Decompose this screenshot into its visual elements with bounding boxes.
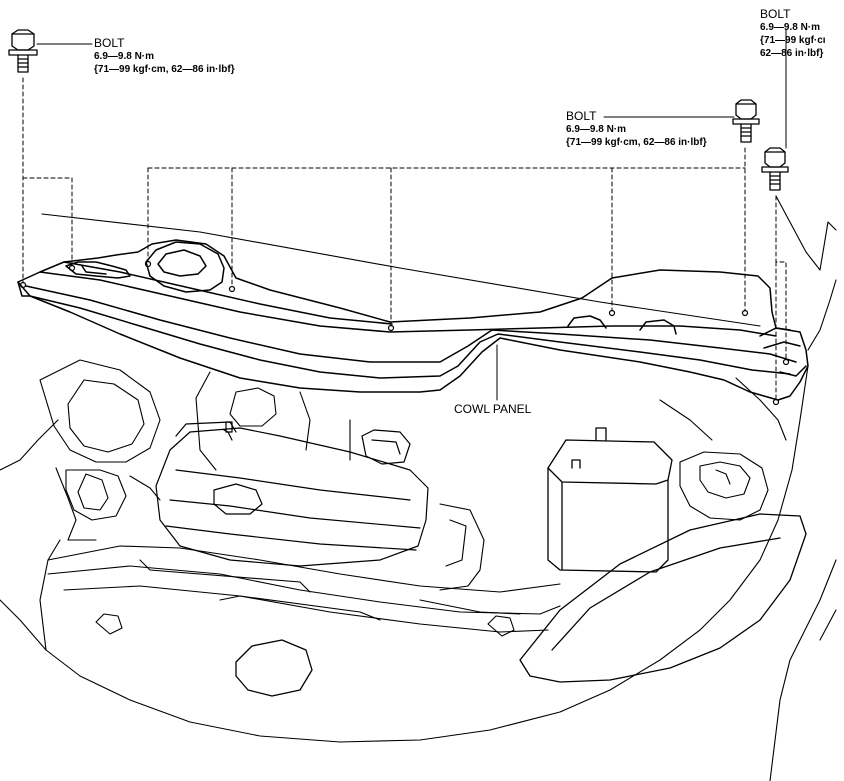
battery-icon (547, 427, 673, 573)
headlamp-icon (519, 513, 807, 683)
cowl-panel-shape (17, 239, 809, 401)
bolt-holes (19, 260, 790, 406)
dashed-guides (22, 77, 787, 401)
bolt-left-icon (8, 29, 38, 73)
bolt-right-icon (761, 147, 789, 191)
bolt-mid-torque: 6.9—9.8 N·m (566, 124, 627, 135)
bolt-left-title: BOLT (94, 36, 125, 50)
bolt-left-torque: 6.9—9.8 N·m (94, 51, 155, 62)
strut-tower-right (659, 377, 787, 521)
engine-bay-left (39, 359, 351, 541)
callout-bolt-left: BOLT 6.9—9.8 N·m {71—99 kgf·cm, 62—86 in… (94, 37, 235, 76)
bolt-mid-alt: {71—99 kgf·cm, 62—86 in·lbf} (566, 137, 707, 148)
engine-cover (155, 421, 429, 567)
bolt-mid-icon (732, 99, 760, 143)
bolt-left-alt: {71—99 kgf·cm, 62—86 in·lbf} (94, 64, 235, 75)
bolt-right-alt1: {71—99 kgf·cı (760, 35, 826, 46)
callout-bolt-mid: BOLT 6.9—9.8 N·m {71—99 kgf·cm, 62—86 in… (566, 110, 707, 149)
bolt-right-torque: 6.9—9.8 N·m (760, 22, 821, 33)
emblem-icon (235, 639, 313, 697)
radiator-support (47, 503, 561, 637)
bolt-right-title: BOLT (760, 7, 791, 21)
callout-cowl-panel: COWL PANEL (454, 402, 532, 416)
bolt-mid-title: BOLT (566, 109, 597, 123)
callout-bolt-right: BOLT 6.9—9.8 N·m {71—99 kgf·cı 62—86 in·… (760, 8, 826, 60)
leader-lines (36, 29, 787, 401)
body-outline (0, 195, 837, 781)
bolt-right-alt2: 62—86 in·lbf} (760, 48, 824, 59)
